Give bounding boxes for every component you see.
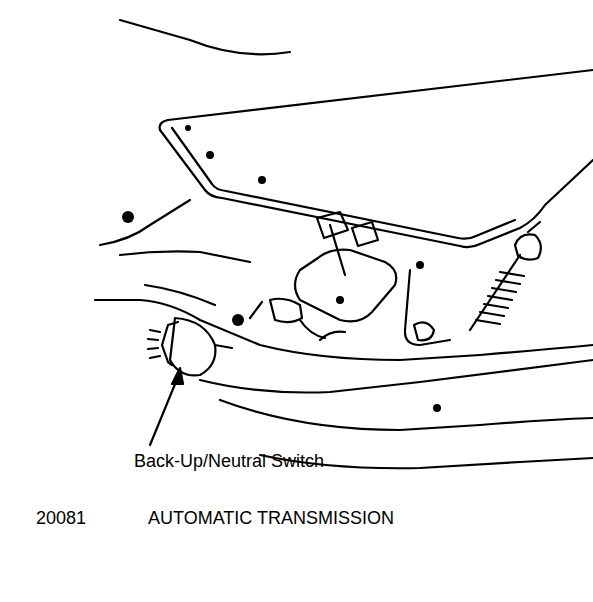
figure-caption: AUTOMATIC TRANSMISSION	[148, 508, 394, 529]
figure-number: 20081	[36, 508, 86, 529]
part-label: Back-Up/Neutral Switch	[134, 451, 324, 472]
